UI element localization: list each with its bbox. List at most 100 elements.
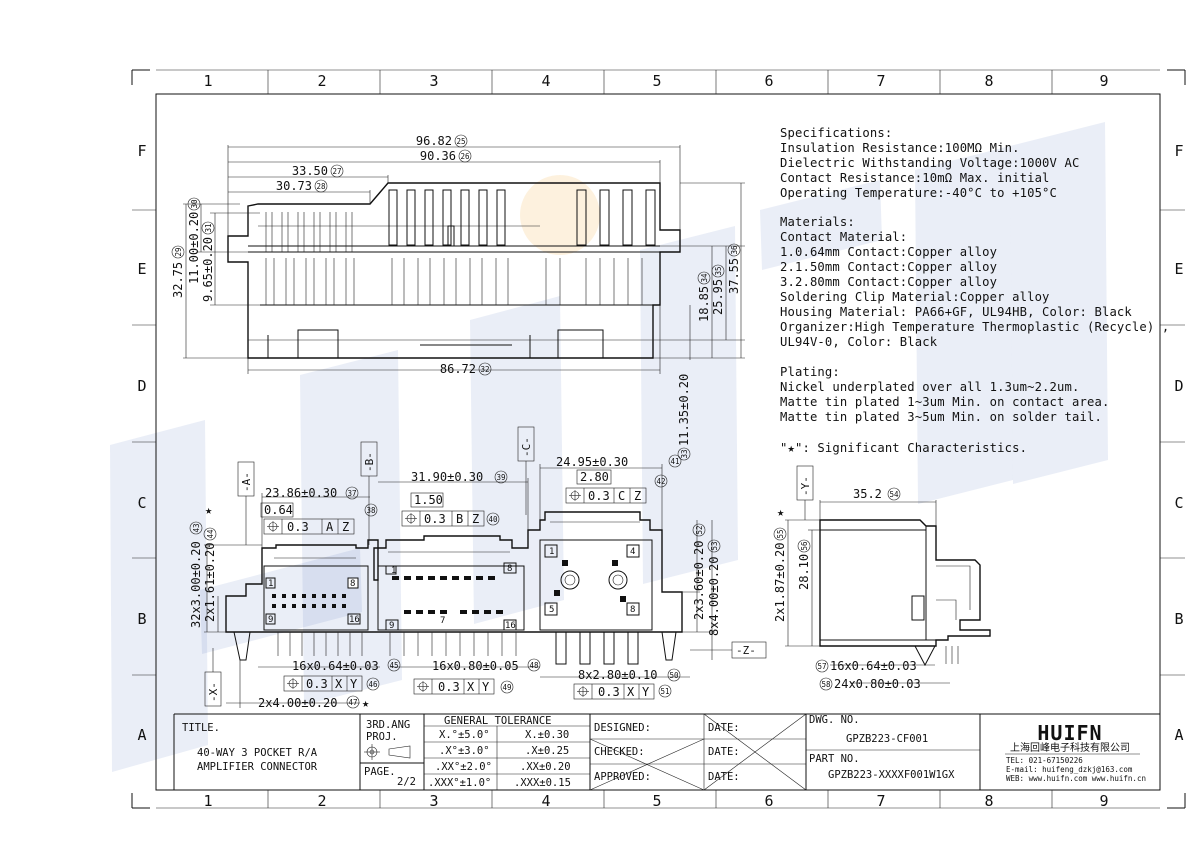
balloon: 55	[776, 529, 785, 538]
front-view: 1 8 9 16 8 9 16 1 4 5 8 7 1	[189, 426, 814, 710]
fcf-datum: A	[326, 520, 334, 534]
col-label-top: 6	[764, 72, 773, 90]
balloon: 39	[496, 473, 505, 482]
fcf-datum: Z	[472, 512, 479, 526]
tolerance-header: GENERAL TOLERANCE	[444, 715, 551, 727]
datum-y: -Y-	[799, 476, 812, 496]
balloon: 58	[821, 680, 831, 689]
pin-label: 9	[389, 621, 394, 631]
balloon: 35	[714, 266, 723, 275]
balloon: 38	[366, 506, 376, 515]
col-label-bottom: 9	[1099, 792, 1108, 810]
checked-label: CHECKED:	[594, 746, 645, 758]
date-label: DATE:	[708, 722, 740, 734]
pin-label: 8	[350, 579, 355, 589]
row-label-left: F	[137, 142, 146, 160]
part-no-label: PART NO.	[809, 753, 860, 765]
dim-2x4-00: 2x4.00±0.20	[258, 696, 337, 710]
col-label-top: 4	[541, 72, 550, 90]
dim-9-65: 9.65±0.20	[201, 237, 215, 302]
balloon: 42	[656, 477, 665, 486]
projection-label: 3RD.ANG	[366, 719, 410, 731]
spec-heading: Specifications:	[780, 126, 892, 140]
designed-label: DESIGNED:	[594, 722, 651, 734]
balloon: 53	[710, 541, 719, 550]
tol-angle: X.°±5.0°	[439, 729, 490, 741]
fcf-51: 0.3 X Y	[573, 683, 655, 700]
col-label-bottom: 7	[876, 792, 885, 810]
dim-32x3-00: 32x3.00±0.20	[189, 541, 203, 628]
date-label: DATE:	[708, 746, 740, 758]
fcf-tol: 0.3	[598, 685, 620, 699]
pin-label: 1	[268, 579, 273, 589]
plating-line: Matte tin plated 3~5um Min. on solder ta…	[780, 410, 1102, 424]
balloon: 52	[695, 525, 704, 534]
row-label-right: F	[1174, 142, 1183, 160]
star-icon: ★	[362, 696, 369, 710]
col-label-bottom: 8	[984, 792, 993, 810]
date-label: DATE:	[708, 771, 740, 783]
dim-31-90: 31.90±0.30	[411, 470, 483, 484]
star-icon: ★	[205, 503, 212, 517]
balloon: 45	[389, 661, 398, 670]
dim-86-72: 86.72	[440, 362, 476, 376]
company-email: E-mail: huifeng_dzkj@163.com	[1006, 765, 1133, 774]
pin-label: 16	[349, 615, 360, 625]
fcf-datum: Y	[482, 680, 490, 694]
dim-35-2: 35.2	[853, 487, 882, 501]
dim-33-50: 33.50	[292, 164, 328, 178]
materials-line: Contact Material:	[780, 230, 907, 244]
balloon: 51	[660, 687, 669, 696]
col-label-bottom: 3	[429, 792, 438, 810]
fcf-datum: X	[335, 677, 343, 691]
dim-16x0-80: 16x0.80±0.05	[432, 659, 519, 673]
projection-label-2: PROJ.	[366, 731, 398, 743]
spec-line: Contact Resistance:10mΩ Max. initial	[780, 171, 1050, 185]
datum-x: -X-	[207, 682, 220, 702]
tol-angle: .X°±3.0°	[439, 745, 490, 757]
plating-heading: Plating:	[780, 365, 840, 379]
pin-label: 9	[268, 615, 273, 625]
col-label-top: 8	[984, 72, 993, 90]
materials-line: 1.0.64mm Contact:Copper alloy	[780, 245, 997, 259]
pin-label: 16	[505, 621, 516, 631]
dim-18-85: 18.85	[697, 286, 711, 322]
dwg-no-label: DWG. NO.	[809, 714, 860, 726]
balloon: 56	[800, 541, 809, 551]
materials-line: UL94V-0, Color: Black	[780, 335, 938, 349]
part-no: GPZB223-XXXXF001W1GX	[828, 769, 955, 781]
fcf-a: 0.3 A Z	[263, 518, 355, 535]
pin-label: 8	[507, 564, 512, 574]
balloon: 41	[670, 457, 679, 466]
dim-2x1-87: 2x1.87±0.20	[773, 543, 787, 622]
materials-line: 3.2.80mm Contact:Copper alloy	[780, 275, 997, 289]
fcf-b: 0.3 B Z	[401, 510, 485, 527]
balloon: 54	[889, 490, 899, 499]
tol-angle: .XX°±2.0°	[435, 761, 492, 773]
title-line-2: AMPLIFIER CONNECTOR	[197, 761, 318, 773]
materials-line: 2.1.50mm Contact:Copper alloy	[780, 260, 997, 274]
dim-16x0-64: 16x0.64±0.03	[292, 659, 379, 673]
datum-a: -A-	[240, 472, 253, 492]
balloon: 30	[190, 199, 199, 209]
balloon: 36	[730, 245, 739, 255]
balloon: 49	[502, 683, 511, 692]
balloon: 43	[192, 523, 201, 532]
fcf-46: 0.3 X Y	[283, 675, 363, 692]
fcf-datum: X	[467, 680, 475, 694]
balloon: 32	[480, 365, 489, 374]
spec-notes: Specifications: Insulation Resistance:10…	[780, 126, 1169, 455]
datum-z: -Z-	[736, 644, 756, 657]
fcf-datum: Y	[350, 677, 358, 691]
company-tel: TEL: 021-67150226	[1006, 756, 1083, 765]
datum-b: -B-	[363, 452, 376, 472]
balloon: 46	[368, 680, 378, 689]
pin-label: 8	[630, 605, 635, 615]
row-label-right: D	[1174, 377, 1183, 395]
spec-line: Operating Temperature:-40°C to +105°C	[780, 186, 1057, 200]
balloon: 29	[174, 247, 183, 256]
title-label: TITLE.	[182, 722, 220, 734]
col-label-bottom: 1	[203, 792, 212, 810]
